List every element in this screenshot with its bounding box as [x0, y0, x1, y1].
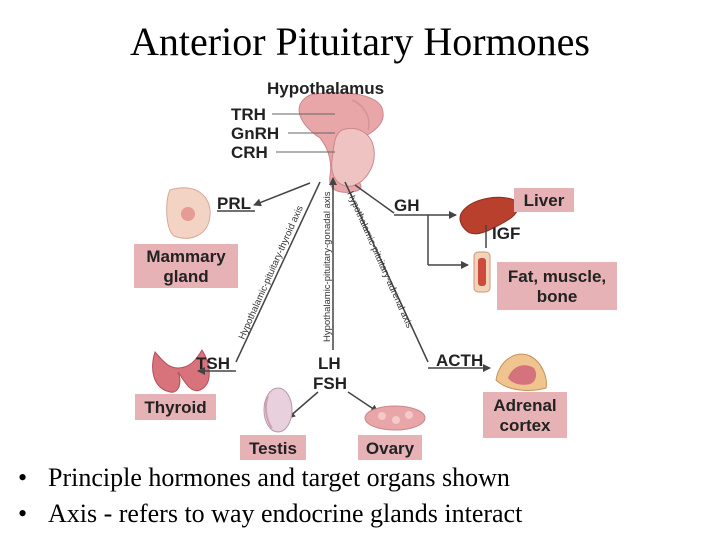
mammary-gland-label-line2: gland: [163, 267, 208, 286]
prl-label: PRL: [217, 194, 251, 213]
bullet-text: Axis - refers to way endocrine glands in…: [48, 499, 523, 528]
lh-fsh-to-testis-arrow: [287, 391, 319, 419]
trh-label: TRH: [231, 105, 266, 124]
adrenal-cortex-box: [483, 392, 567, 438]
prl-arrow: [253, 182, 311, 207]
adrenal-gland-illustration: [495, 353, 547, 391]
ovary-label: Ovary: [366, 439, 415, 458]
mammary-gland-illustration: [166, 187, 211, 239]
adrenal-cortex-label-line2: cortex: [499, 416, 551, 435]
bullet-text: Principle hormones and target organs sho…: [48, 463, 510, 492]
gh-label: GH: [394, 196, 420, 215]
thyroid-axis-label: Hypothalamic-pituitary-thyroid axis: [237, 204, 306, 341]
hypothalamus-pituitary-illustration: [298, 92, 384, 193]
pituitary-gland-shape: [331, 127, 375, 187]
liver-box: [514, 188, 574, 212]
gonadal-axis-label: Hypothalamic-pituitary-gonadal axis: [322, 191, 333, 342]
liver-illustration: [459, 196, 519, 235]
slide-title: Anterior Pituitary Hormones: [130, 19, 590, 64]
thyroid-axis-line: [235, 181, 321, 363]
lh-fsh-to-ovary-arrow: [347, 391, 379, 413]
fat-muscle-bone-label-line2: bone: [537, 287, 578, 306]
bullet-list: • Principle hormones and target organs sh…: [18, 460, 718, 532]
liver-label: Liver: [524, 191, 565, 210]
ovary-illustration: [364, 405, 426, 431]
thyroid-illustration: [152, 349, 210, 393]
crh-label: CRH: [231, 143, 268, 162]
bone-muscle-illustration: [473, 251, 491, 293]
bullet-item: • Principle hormones and target organs sh…: [18, 460, 718, 496]
gh-arrow-start: [354, 184, 395, 214]
ovary-box: [358, 435, 422, 460]
testis-box: [240, 435, 306, 460]
igf-label: IGF: [492, 224, 520, 243]
bullet-item: • Axis - refers to way endocrine glands i…: [18, 496, 718, 532]
testis-illustration: [263, 387, 293, 433]
lh-label: LH: [318, 354, 341, 373]
thyroid-label: Thyroid: [144, 398, 206, 417]
mammary-gland-box: [134, 244, 238, 288]
bullet-dot: •: [18, 499, 28, 528]
thyroid-box: [135, 394, 216, 420]
gnrh-label: GnRH: [231, 124, 279, 143]
fat-muscle-bone-label-line1: Fat, muscle,: [508, 267, 606, 286]
hypothalamus-label: Hypothalamus: [267, 79, 384, 98]
mammary-gland-label-line1: Mammary: [146, 247, 226, 266]
tsh-label: TSH: [196, 354, 230, 373]
adrenal-axis-line: [344, 181, 429, 363]
acth-label: ACTH: [436, 351, 483, 370]
bullet-dot: •: [18, 463, 28, 492]
fsh-label: FSH: [313, 374, 347, 393]
adrenal-cortex-label-line1: Adrenal: [493, 396, 556, 415]
testis-label: Testis: [249, 439, 297, 458]
fat-muscle-bone-box: [497, 262, 617, 310]
hypothalamus-detail: [351, 99, 370, 131]
